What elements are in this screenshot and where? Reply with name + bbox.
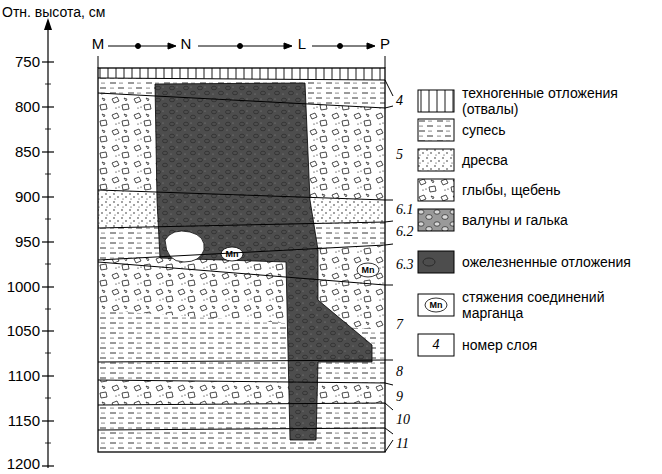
legend-text: ожелезненные отложения (462, 254, 654, 270)
height-axis (42, 18, 54, 468)
mn-label: Mn (362, 266, 375, 275)
legend-swatch (417, 148, 455, 172)
legend-swatch-fill (418, 209, 454, 231)
layer-number: 6.2 (396, 224, 414, 240)
legend-swatch-fill (418, 149, 454, 171)
tick-label: 1050 (7, 322, 40, 339)
profile-point: L (298, 35, 306, 52)
legend-text: супесь (462, 122, 654, 138)
layer-number: 9 (396, 389, 403, 405)
layer-number: 4 (396, 93, 403, 109)
legend-swatch-fill (418, 119, 454, 141)
tick-label: 1150 (8, 412, 40, 429)
tick-label: 1100 (8, 367, 40, 384)
legend-swatch-fill (418, 90, 454, 112)
legend-text: техногенные отложения (отвалы) (462, 85, 654, 117)
legend-swatch-fill (418, 251, 454, 273)
layer-number: 10 (396, 412, 410, 428)
layer-number: 11 (396, 436, 409, 452)
legend-swatch (417, 208, 455, 232)
legend-swatch (417, 118, 455, 142)
mn-label: Mn (430, 301, 443, 310)
legend-layer-number: 4 (433, 337, 440, 353)
mn-nodule (221, 247, 243, 261)
legend-swatch (417, 89, 455, 113)
axis-title: Отн. высота, см (2, 4, 105, 20)
legend-swatch-fill (418, 334, 454, 356)
tick-label: 900 (15, 188, 40, 205)
legend-swatch (417, 250, 455, 274)
tick-label: 850 (15, 143, 40, 160)
legend-text: стяжения соединений марганца (462, 289, 654, 321)
legend-swatch-fill (418, 179, 454, 201)
profile-point: M (92, 35, 105, 52)
tick-label: 800 (15, 98, 40, 115)
layer-number: 8 (396, 364, 403, 380)
layer-number: 5 (396, 147, 403, 163)
tick-label: 1000 (7, 278, 40, 295)
layer-boundaries (98, 68, 393, 452)
profile-point: P (380, 35, 390, 52)
layer-number: 6.3 (396, 257, 414, 273)
tick-label: 1200 (7, 455, 40, 472)
layer-number: 7 (396, 317, 403, 333)
light-nodule (165, 231, 204, 262)
mn-nodule (425, 298, 447, 312)
tick-label: 950 (15, 233, 40, 250)
layers (98, 68, 385, 452)
profile-point: N (181, 35, 192, 52)
mn-label: Mn (226, 250, 239, 259)
legend-text: дресва (462, 152, 654, 168)
layer-number: 6.1 (396, 202, 414, 218)
profile-line (98, 43, 385, 68)
swatch-texture (423, 258, 435, 266)
tick-label: 750 (15, 53, 40, 70)
iron-zone (155, 83, 372, 440)
mn-nodule (357, 263, 379, 277)
legend-text: глыбы, щебень (462, 182, 654, 198)
legend-text: номер слоя (462, 337, 654, 353)
legend-swatch (417, 178, 455, 202)
legend-swatch-fill (418, 294, 454, 316)
legend-text: валуны и галька (462, 212, 654, 228)
